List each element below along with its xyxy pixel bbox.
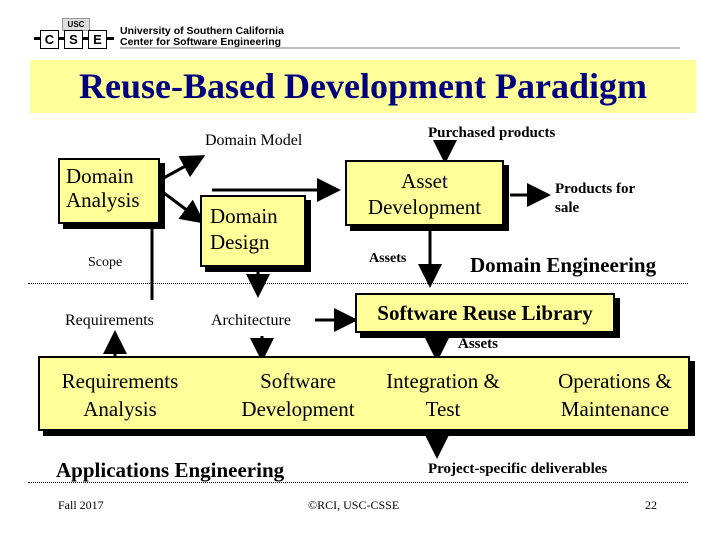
products-for-sale-label: Products for sale xyxy=(555,181,635,216)
requirements-label: Requirements xyxy=(65,312,154,329)
csse-logo: USC C S E xyxy=(34,18,114,49)
assets-label: Assets xyxy=(369,251,407,266)
reuse-library-text: Software Reuse Library xyxy=(377,301,593,325)
arrow-analysis-to-model xyxy=(159,155,206,182)
domain-design-box: Domain Design xyxy=(200,195,306,267)
domain-engineering-label: Domain Engineering xyxy=(470,253,657,277)
domain-design-text: Domain Design xyxy=(210,204,278,254)
scope-label: Scope xyxy=(88,255,123,270)
footer-copyright: ©RCI, USC-CSSE xyxy=(308,498,400,512)
purchased-products-label: Purchased products xyxy=(428,125,556,141)
page-number: 22 xyxy=(645,498,657,512)
integration-test-text: Integration & Test xyxy=(386,369,500,421)
domain-divider xyxy=(28,283,688,284)
footer-date: Fall 2017 xyxy=(58,498,104,512)
logo-letter-c: C xyxy=(40,30,59,49)
operations-maintenance-text: Operations & Maintenance xyxy=(558,369,672,421)
asset-development-box: Asset Development xyxy=(345,160,504,226)
library-assets-label: Assets xyxy=(458,336,498,352)
deliverables-label: Project-specific deliverables xyxy=(428,461,608,477)
domain-model-label: Domain Model xyxy=(205,132,303,149)
applications-divider xyxy=(28,482,688,483)
university-line-2: Center for Software Engineering xyxy=(120,36,282,48)
university-line-1: University of Southern California xyxy=(120,25,284,37)
domain-analysis-text: Domain Analysis xyxy=(66,164,140,212)
applications-engineering-box xyxy=(38,356,690,431)
arrow-analysis-to-design xyxy=(159,188,205,224)
university-name: University of Southern California Center… xyxy=(120,26,284,48)
asset-development-text: Asset Development xyxy=(367,169,482,219)
title-banner xyxy=(30,60,696,113)
software-development-text: Software Development xyxy=(241,369,355,421)
logo-letter-e: E xyxy=(88,30,107,49)
applications-engineering-label: Applications Engineering xyxy=(56,458,285,482)
domain-analysis-box: Domain Analysis xyxy=(58,158,160,224)
architecture-label: Architecture xyxy=(211,312,291,329)
slide-title: Reuse-Based Development Paradigm xyxy=(79,66,647,106)
reuse-library-box: Software Reuse Library xyxy=(355,293,615,333)
requirements-analysis-text: Requirements Analysis xyxy=(61,369,179,421)
logo-letter-s: S xyxy=(64,30,83,49)
header-rule xyxy=(120,47,680,49)
